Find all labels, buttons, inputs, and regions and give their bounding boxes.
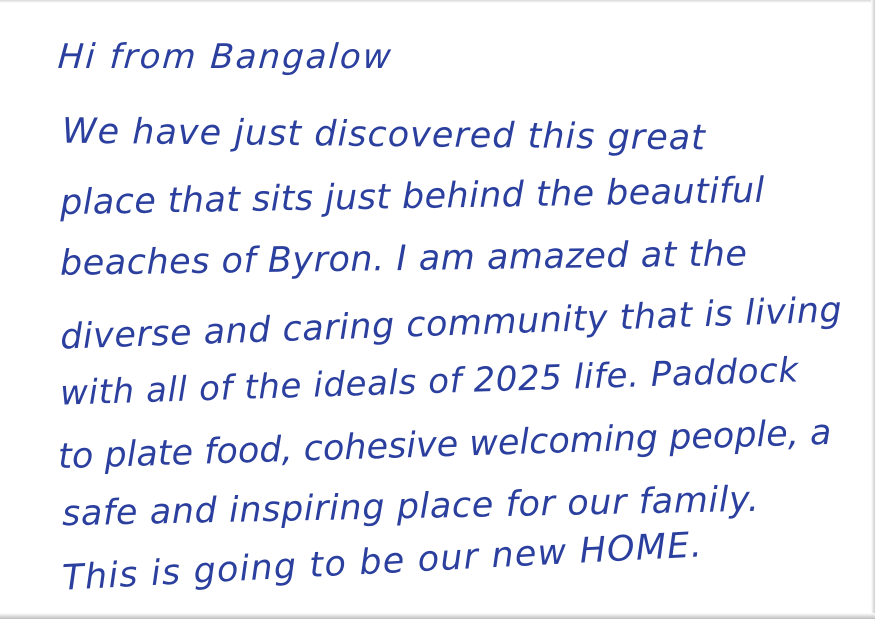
note-line-6: to plate food, cohesive welcoming people… [57, 412, 832, 478]
note-line-2: place that sits just behind the beautifu… [59, 170, 766, 224]
paper-edge-top [0, 0, 875, 3]
paper-edge-bottom [0, 613, 875, 619]
note-line-7: safe and inspiring place for our family. [61, 479, 760, 535]
paper-edge-right [871, 0, 875, 619]
note-greeting: Hi from Bangalow [56, 37, 395, 77]
note-line-3: beaches of Byron. I am amazed at the [59, 234, 748, 284]
note-line-8: This is going to be our new HOME. [61, 525, 704, 599]
note-line-4: diverse and caring community that is liv… [59, 290, 843, 358]
note-line-1: We have just discovered this great [61, 111, 707, 159]
note-line-5: with all of the ideals of 2025 life. Pad… [59, 350, 800, 414]
